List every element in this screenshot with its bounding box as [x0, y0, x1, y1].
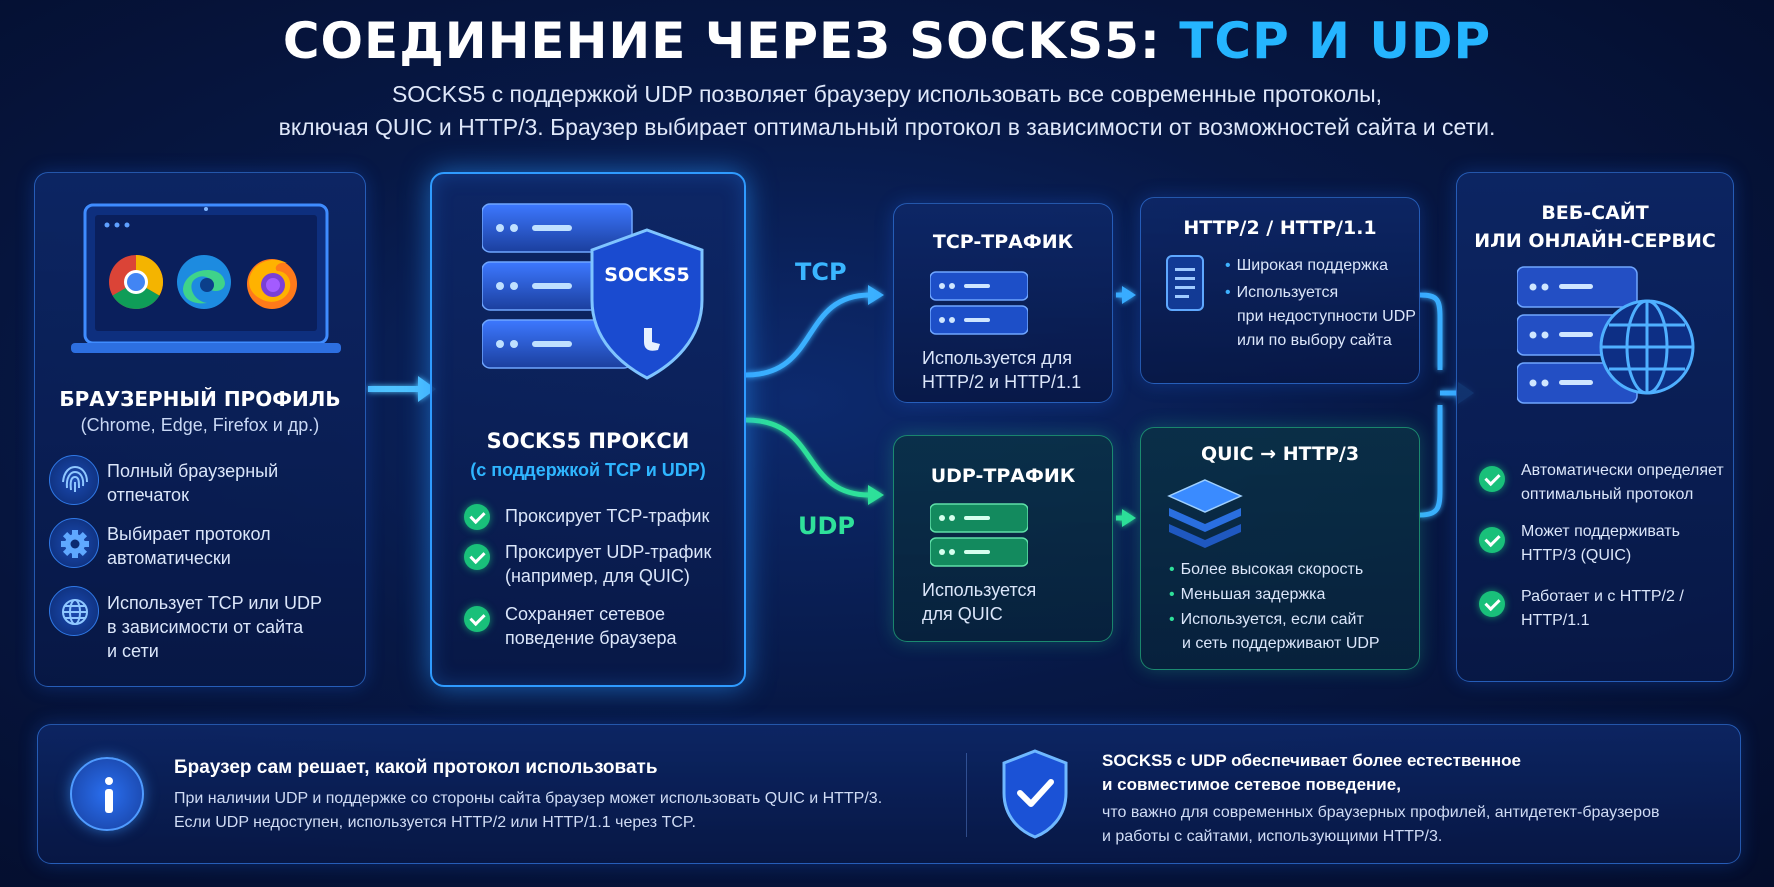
quic-panel: QUIC → HTTP/3 •Более высокая скорость •М… — [1140, 427, 1420, 670]
proxy-feature-3: Сохраняет сетевое поведение браузера — [505, 604, 677, 648]
quic-bullet-2: •Меньшая задержка — [1169, 586, 1326, 603]
http2-bullet-1: •Широкая поддержка — [1225, 257, 1388, 274]
arrow-browser-to-proxy — [368, 376, 436, 402]
tcp-flow-label: TCP — [795, 258, 847, 286]
globe-icon — [49, 586, 99, 636]
check-icon — [464, 544, 490, 570]
footer-divider — [966, 753, 967, 837]
udp-flow-label: UDP — [798, 512, 855, 540]
website-panel: ВЕБ-САЙТ ИЛИ ОНЛАЙН-СЕРВИС Автоматически… — [1456, 172, 1734, 682]
quic-bullet-1: •Более высокая скорость — [1169, 561, 1364, 578]
subtitle-line-1: SOCKS5 с поддержкой UDP позволяет браузе… — [391, 81, 1383, 107]
udp-traffic-panel: UDP-ТРАФИК Используется для QUIC — [893, 435, 1113, 642]
firefox-icon — [247, 259, 297, 309]
socks5-badge: SOCKS5 — [604, 264, 690, 286]
footer-left-text: При наличии UDP и поддержке со стороны с… — [174, 790, 883, 831]
browser-profile-title: БРАУЗЕРНЫЙ ПРОФИЛЬ — [59, 387, 341, 411]
quic-bullet-3: •Используется, если сайт и сеть поддержи… — [1169, 611, 1380, 652]
arrow-tcp-to-http2 — [1116, 286, 1136, 304]
website-feature-3: Работает и с HTTP/2 / HTTP/1.1 — [1521, 588, 1684, 629]
title-main: СОЕДИНЕНИЕ ЧЕРЕЗ SOCKS5: — [282, 12, 1161, 70]
browser-feature-2: Выбирает протокол автоматически — [107, 524, 271, 568]
chrome-icon — [109, 255, 164, 310]
browser-feature-3: Использует TCP или UDP в зависимости от … — [107, 593, 322, 661]
edge-icon — [177, 255, 231, 309]
browser-feature-1: Полный браузерный отпечаток — [107, 461, 279, 505]
http2-panel: HTTP/2 / HTTP/1.1 •Широкая поддержка •Ис… — [1140, 197, 1420, 384]
fingerprint-icon — [49, 455, 99, 505]
tcp-traffic-title: TCP-ТРАФИК — [932, 231, 1074, 253]
document-icon — [1166, 255, 1204, 311]
arrow-proxy-to-udp — [745, 417, 884, 505]
arrow-udp-to-quic — [1116, 509, 1136, 527]
udp-traffic-title: UDP-ТРАФИК — [930, 465, 1076, 487]
footer-right-title: SOCKS5 с UDP обеспечивает более естестве… — [1102, 751, 1522, 794]
check-icon — [1479, 527, 1505, 553]
page-subtitle: SOCKS5 с поддержкой UDP позволяет браузе… — [0, 78, 1774, 144]
browser-profile-panel: БРАУЗЕРНЫЙ ПРОФИЛЬ (Chrome, Edge, Firefo… — [34, 172, 366, 687]
tcp-server-icon — [930, 271, 1028, 335]
quic-title: QUIC → HTTP/3 — [1200, 443, 1360, 465]
website-feature-2: Может поддерживать HTTP/3 (QUIC) — [1521, 523, 1680, 564]
check-icon — [1479, 591, 1505, 617]
check-icon — [1479, 466, 1505, 492]
socks5-proxy-panel: SOCKS5 SOCKS5 ПРОКСИ (с поддержкой TCP и… — [430, 172, 746, 687]
info-icon — [70, 757, 144, 831]
footer-panel: Браузер сам решает, какой протокол испол… — [37, 724, 1741, 864]
browser-profile-subtitle: (Chrome, Edge, Firefox и др.) — [80, 415, 320, 435]
tcp-traffic-panel: TCP-ТРАФИК Используется для HTTP/2 и HTT… — [893, 203, 1113, 403]
shield-check-icon — [1002, 749, 1068, 839]
footer-right-text: что важно для современных браузерных про… — [1102, 804, 1660, 845]
check-icon — [464, 504, 490, 530]
server-globe-icon — [1517, 266, 1695, 404]
website-feature-1: Автоматически определяет оптимальный про… — [1521, 462, 1724, 503]
gear-icon — [49, 518, 99, 568]
udp-traffic-desc: Используется для QUIC — [922, 580, 1037, 624]
subtitle-line-2: включая QUIC и HTTP/3. Браузер выбирает … — [278, 114, 1496, 140]
website-title: ВЕБ-САЙТ ИЛИ ОНЛАЙН-СЕРВИС — [1474, 202, 1716, 252]
layers-icon — [1167, 479, 1243, 548]
http2-title: HTTP/2 / HTTP/1.1 — [1183, 217, 1377, 239]
http2-bullet-2: •Используется при недоступности UDP или … — [1225, 284, 1416, 349]
arrow-proxy-to-tcp — [745, 285, 884, 378]
udp-server-icon — [930, 503, 1028, 567]
proxy-title: SOCKS5 ПРОКСИ — [486, 429, 690, 453]
tcp-traffic-desc: Используется для HTTP/2 и HTTP/1.1 — [922, 348, 1082, 392]
server-shield-icon — [482, 203, 704, 380]
page-title: СОЕДИНЕНИЕ ЧЕРЕЗ SOCKS5: TCP И UDP — [0, 12, 1774, 70]
footer-left-title: Браузер сам решает, какой протокол испол… — [174, 757, 658, 778]
proxy-feature-1: Проксирует TCP-трафик — [505, 506, 710, 526]
check-icon — [464, 606, 490, 632]
proxy-feature-2: Проксирует UDP-трафик (например, для QUI… — [505, 542, 712, 586]
title-accent: TCP И UDP — [1179, 12, 1492, 70]
proxy-subtitle: (с поддержкой TCP и UDP) — [470, 460, 706, 480]
